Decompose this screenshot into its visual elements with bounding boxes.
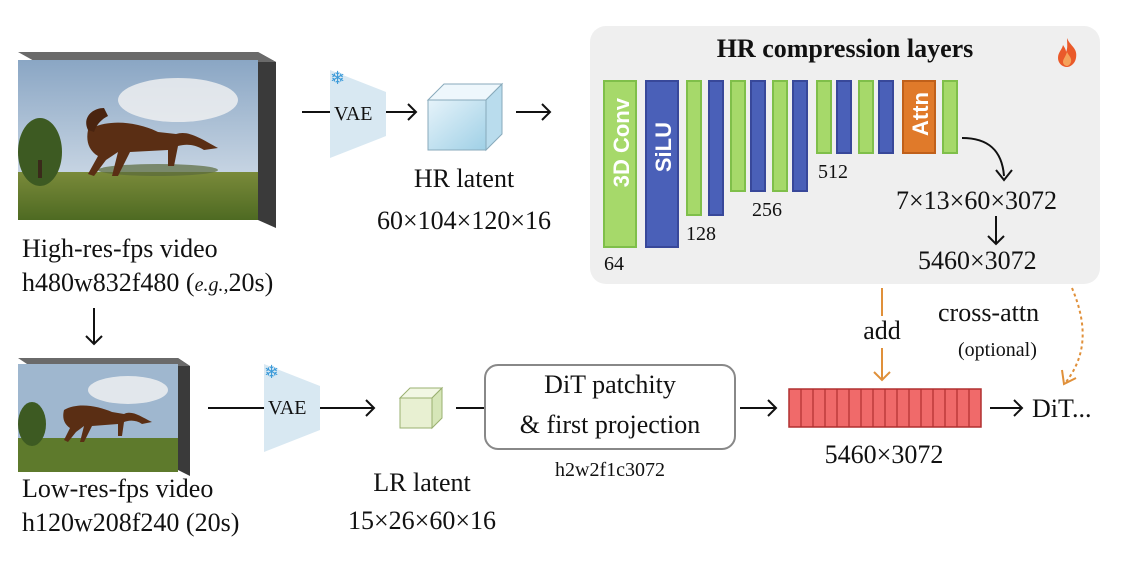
hr-video-eg: e.g., xyxy=(194,274,229,296)
conv3d-label: 3D Conv xyxy=(609,98,634,188)
attn-label: Attn xyxy=(908,92,933,136)
cross-attn-arrow xyxy=(1061,287,1084,386)
channels-128: 128 xyxy=(686,223,716,245)
arrow-hr-video-to-vae xyxy=(302,111,332,113)
layer-256-a xyxy=(730,80,746,192)
hr-video-dims: h480w832f480 (e.g.,20s) xyxy=(22,268,273,298)
lr-video-frame xyxy=(18,364,178,472)
dit-box-sub: h2w2f1c3072 xyxy=(555,459,665,481)
vae-encoder-top xyxy=(330,70,386,158)
conv3d-layer: 3D Conv xyxy=(603,80,637,248)
snowflake-icon: ❄ xyxy=(330,68,346,89)
vae-label-top: VAE xyxy=(334,103,373,125)
dit-patchify-box xyxy=(484,364,736,450)
layer-final xyxy=(942,80,958,154)
flame-icon xyxy=(1058,38,1077,67)
vae-label-bottom: VAE xyxy=(268,397,307,419)
panel-title: HR compression layers xyxy=(716,34,974,63)
layer-512-c xyxy=(858,80,874,154)
layer-512-d xyxy=(878,80,894,154)
panel-output-shape: 7×13×60×3072 xyxy=(896,186,1057,215)
arrow-lr-video-to-vae xyxy=(208,407,266,409)
layer-512-b xyxy=(836,80,852,154)
lr-video-title: Low-res-fps video xyxy=(22,474,214,503)
arrow-dit-to-tokens xyxy=(740,399,778,417)
arrow-tokens-to-dit xyxy=(990,399,1024,417)
hr-latent-cube xyxy=(426,82,504,152)
hr-video-dims-end: 20s) xyxy=(228,268,274,297)
panel-flat-shape: 5460×3072 xyxy=(918,246,1037,275)
layer-128-b xyxy=(708,80,724,216)
layer-256-d xyxy=(792,80,808,192)
add-label: add xyxy=(863,316,901,345)
arrow-attn-to-output xyxy=(961,137,1013,182)
arrow-reshape xyxy=(987,216,1005,246)
arrow-vae-to-lr-latent xyxy=(320,399,376,417)
snowflake-icon: ❄ xyxy=(264,362,280,383)
dit-output-label: DiT... xyxy=(1032,394,1092,423)
horse-photo xyxy=(18,60,258,220)
arrow-hr-latent-to-panel xyxy=(516,103,552,121)
channels-64: 64 xyxy=(604,253,624,275)
lr-latent-dims: 15×26×60×16 xyxy=(348,506,496,535)
lr-video-dims: h120w208f240 (20s) xyxy=(22,508,240,537)
token-sequence xyxy=(788,388,982,428)
silu-layer: SiLU xyxy=(645,80,679,248)
layer-512-a xyxy=(816,80,832,154)
token-shape: 5460×3072 xyxy=(824,440,944,469)
arrow-lr-latent-to-dit xyxy=(456,407,486,409)
hr-video-title: High-res-fps video xyxy=(22,234,218,263)
horse-photo-small xyxy=(18,364,178,472)
cross-attn-note: (optional) xyxy=(958,339,1037,361)
channels-512: 512 xyxy=(818,161,848,183)
dit-box-line1: DiT patchity xyxy=(544,370,676,399)
hr-latent-dims: 60×104×120×16 xyxy=(377,206,551,235)
cross-attn-label: cross-attn xyxy=(938,298,1040,327)
silu-label: SiLU xyxy=(651,122,676,173)
down-arrow-hr-to-lr xyxy=(85,308,103,346)
arrow-vae-to-hr-latent xyxy=(386,103,418,121)
hr-video-frame xyxy=(18,60,258,220)
layer-256-c xyxy=(772,80,788,192)
layer-128-a xyxy=(686,80,702,216)
channels-256: 256 xyxy=(752,199,782,221)
hr-latent-title: HR latent xyxy=(413,164,515,193)
attn-layer: Attn xyxy=(902,80,936,154)
dit-box-line2: & first projection xyxy=(519,410,701,439)
lr-latent-cube xyxy=(398,386,444,430)
lr-latent-title: LR latent xyxy=(373,468,471,497)
layer-256-b xyxy=(750,80,766,192)
add-arrow xyxy=(873,288,891,382)
hr-video-dims-main: h480w832f480 ( xyxy=(22,268,195,297)
vae-encoder-bottom xyxy=(264,364,320,452)
hr-video-slab xyxy=(18,52,276,228)
